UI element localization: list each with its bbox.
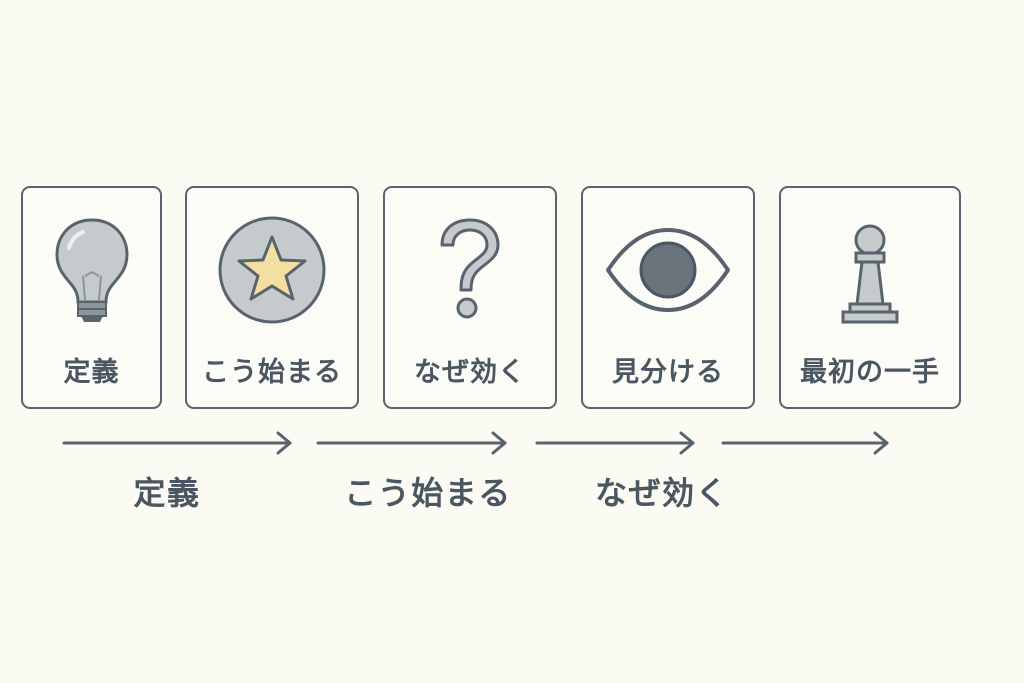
flow-arrow-3 <box>535 431 695 455</box>
flow-arrow-2 <box>316 431 507 455</box>
flow-label-how-it-starts: こう始まる <box>344 474 512 512</box>
step-card-definition: 定義 <box>21 186 162 409</box>
chess-pawn-icon <box>781 210 959 330</box>
flow-label-why-it-works: なぜ効く <box>594 474 730 512</box>
card-label-why-it-works: なぜ効く <box>414 357 526 388</box>
flow-label-definition: 定義 <box>133 474 201 512</box>
question-mark-icon <box>385 210 555 330</box>
step-card-first-move: 最初の一手 <box>779 186 961 409</box>
card-label-first-move: 最初の一手 <box>800 357 940 388</box>
step-card-how-it-starts: こう始まる <box>185 186 359 409</box>
step-card-why-it-works: なぜ効く <box>383 186 557 409</box>
eye-icon <box>583 210 753 330</box>
flow-arrow-1 <box>62 431 292 455</box>
card-label-identify: 見分ける <box>612 357 724 388</box>
star-icon <box>187 210 357 330</box>
card-label-definition: 定義 <box>63 357 120 388</box>
flow-arrow-4 <box>721 431 889 455</box>
lightbulb-icon <box>23 210 160 330</box>
step-card-identify: 見分ける <box>581 186 755 409</box>
card-label-how-it-starts: こう始まる <box>202 357 342 388</box>
